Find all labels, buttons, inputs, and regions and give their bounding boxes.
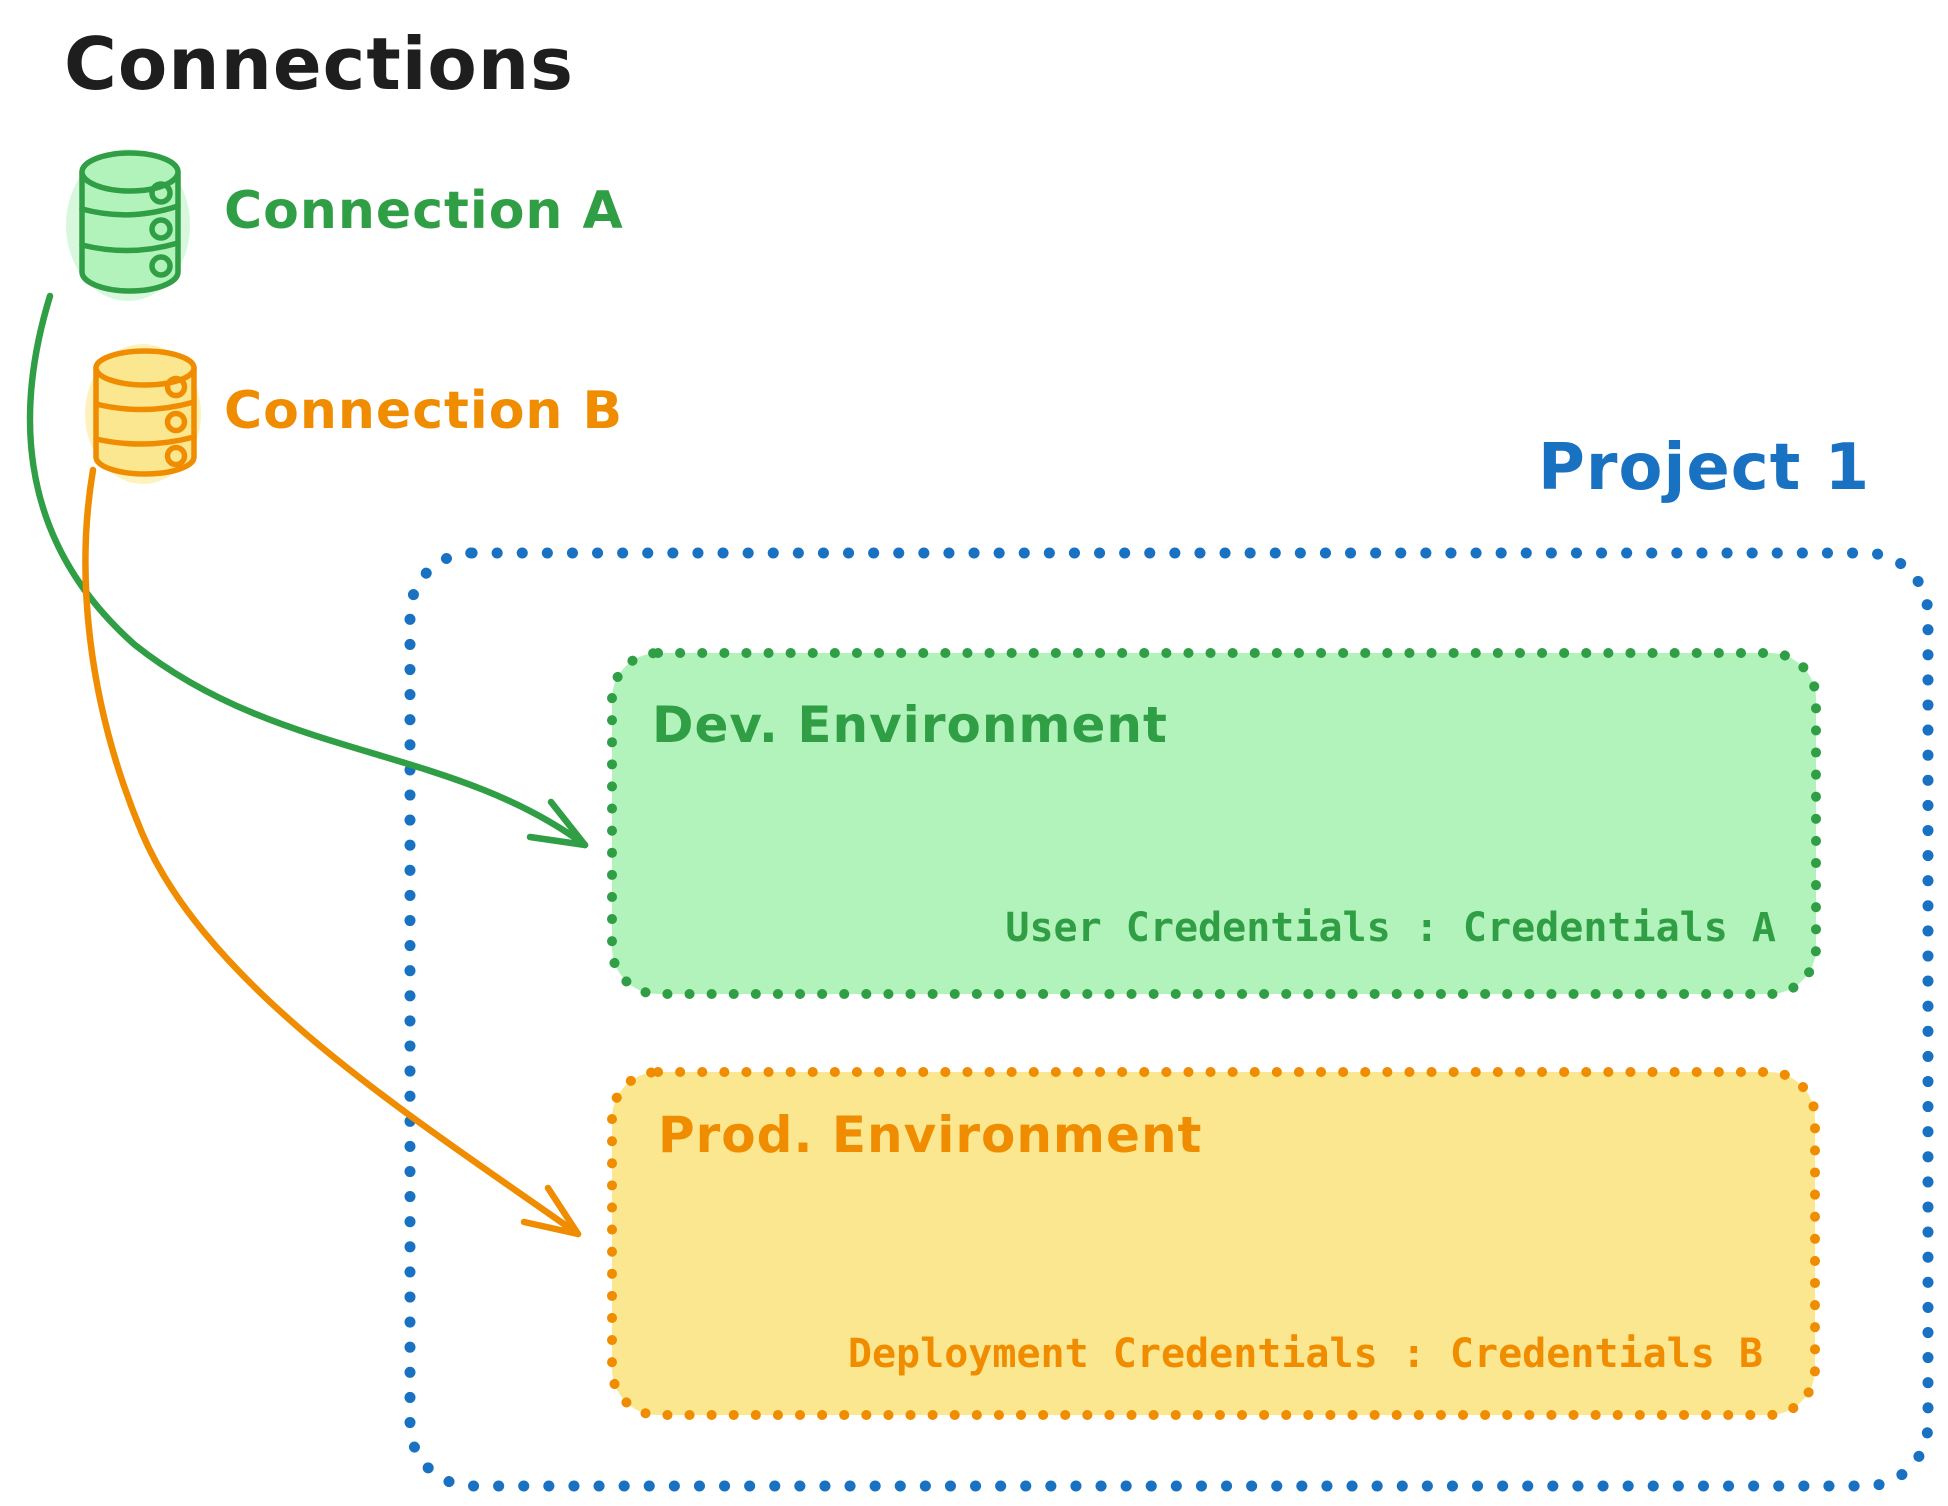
prod-environment-label: Prod. Environment xyxy=(658,1106,1203,1164)
dev-environment-label: Dev. Environment xyxy=(652,696,1168,754)
connections-title: Connections xyxy=(64,22,575,106)
database-icon-connection-b xyxy=(85,344,201,484)
connection-b-arrowhead xyxy=(520,1184,582,1238)
connection-b-arrow xyxy=(82,466,582,1238)
dev-environment-credentials: User Credentials : Credentials A xyxy=(1005,905,1776,951)
dev-environment-border xyxy=(607,648,1821,999)
prod-environment-box xyxy=(607,1067,1820,1420)
connection-a-label: Connection A xyxy=(224,181,624,241)
connection-a-arrow xyxy=(26,292,589,849)
prod-environment-border xyxy=(607,1067,1820,1420)
project-1-border xyxy=(404,547,1934,1492)
database-icon-connection-a xyxy=(66,149,190,301)
dev-environment-box xyxy=(607,648,1821,999)
connection-a-arrowhead xyxy=(526,798,589,849)
project-1-box xyxy=(404,547,1934,1492)
connection-b-arrow-line xyxy=(82,466,582,1238)
connection-b-label: Connection B xyxy=(224,381,624,441)
prod-environment-credentials: Deployment Credentials : Credentials B xyxy=(847,1331,1763,1377)
connection-a-arrow-line xyxy=(26,292,589,849)
project-1-label: Project 1 xyxy=(1538,431,1871,505)
